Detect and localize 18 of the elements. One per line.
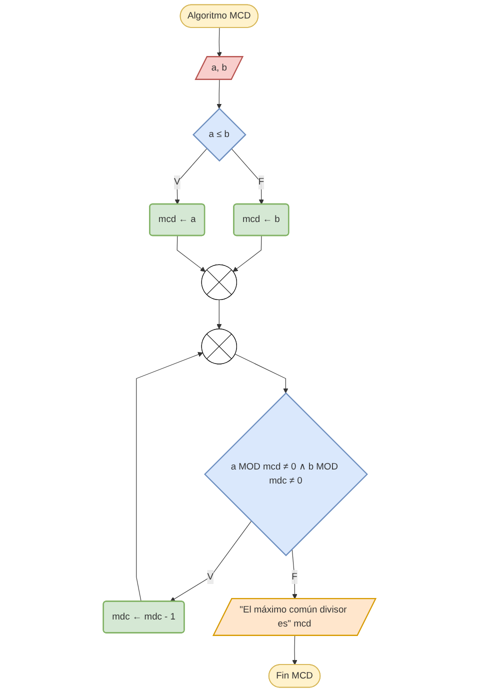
- edge-label: F: [292, 572, 298, 582]
- node-diamond: a MOD mcd ≠ 0 ∧ b MOD mdc ≠ 0: [204, 392, 368, 556]
- arrow: [232, 236, 262, 272]
- edge-label: V: [174, 177, 180, 188]
- node-diamond: a ≤ b: [192, 108, 246, 162]
- edge-label: F: [258, 177, 264, 188]
- arrow: [216, 79, 222, 109]
- arrow: [234, 354, 288, 394]
- arrow: [136, 352, 204, 602]
- arrow: [216, 27, 222, 58]
- arrow: [174, 148, 208, 205]
- arrow: [216, 299, 222, 330]
- arrow: [292, 635, 298, 666]
- arrow: [176, 236, 206, 272]
- edge-label: V: [207, 572, 214, 582]
- arrow: [170, 520, 252, 602]
- arrow: [292, 548, 298, 600]
- arrow: [231, 148, 264, 205]
